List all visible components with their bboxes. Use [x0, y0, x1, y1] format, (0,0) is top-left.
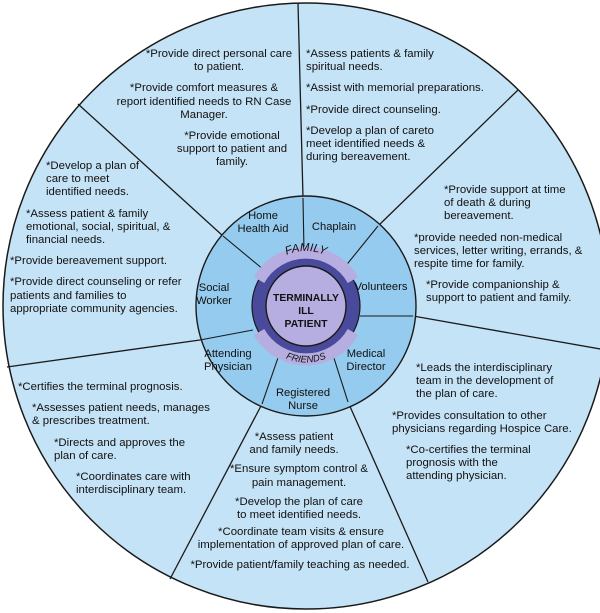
family-label: FAMILY	[284, 242, 330, 258]
chaplain-duty-2: *Assist with memorial preparations.	[306, 82, 484, 95]
role-attending-physician-2: Physician	[204, 361, 252, 373]
physician-duty-4: *Coordinates care with interdisciplinary…	[76, 471, 191, 497]
friends-label: FRIENDS	[285, 351, 329, 366]
social-worker-duties: *Develop a plan of care to meet identifi…	[10, 160, 200, 324]
patient-circle	[265, 265, 347, 347]
volunteers-duty-2: *provide needed non-medical services, le…	[414, 231, 583, 271]
chaplain-duties: *Assess patients & family spiritual need…	[306, 48, 496, 172]
role-registered-nurse-2: Nurse	[288, 400, 318, 412]
attending-physician-duties: *Certifies the terminal prognosis. *Asse…	[18, 381, 218, 505]
inner-director-nurse	[331, 351, 349, 403]
inner-spokes	[199, 197, 413, 405]
aid-duty-3: *Provide emotional support to patient an…	[176, 130, 288, 169]
chaplain-duty-1: *Assess patients & family spiritual need…	[306, 48, 434, 74]
director-duty-2: *Provides consultation to other physicia…	[392, 409, 572, 435]
nurse-duty-4: *Coordinate team visits & ensure impleme…	[197, 526, 405, 552]
home-health-aid-duties: *Provide direct personal care to patient…	[114, 48, 294, 178]
role-medical-director-2: Director	[346, 361, 385, 373]
spoke-chaplain-volunteers	[377, 89, 519, 227]
role-home-health-aid-1: Home	[248, 210, 278, 222]
role-volunteers: Volunteers	[355, 281, 408, 293]
volunteers-duty-3: *Provide companionship & support to pati…	[426, 279, 572, 305]
spoke-aid-chaplain	[297, 2, 304, 199]
role-home-health-aid-2: Health Aid	[238, 223, 289, 235]
spoke-nurse-physician	[169, 403, 263, 580]
center-line-1: TERMINALLY	[273, 293, 339, 304]
nurse-duty-5: *Provide patient/family teaching as need…	[190, 558, 410, 571]
registered-nurse-duties: *Assess patient and family needs. *Ensur…	[174, 431, 426, 580]
physician-duty-2: *Assesses patient needs, manages & presc…	[32, 402, 210, 428]
volunteers-duty-1: *Provide support at time of death & duri…	[444, 184, 566, 223]
role-registered-nurse-1: Registered	[276, 387, 330, 399]
social-duty-3: *Provide bereavement support.	[10, 255, 168, 268]
spoke-volunteers-director	[412, 315, 600, 350]
spoke-director-nurse	[347, 401, 429, 583]
center-line-3: PATIENT	[285, 319, 329, 330]
social-duty-4: *Provide direct counseling or refer pati…	[10, 276, 182, 315]
director-duty-3: *Co-certifies the terminal prognosis wit…	[406, 444, 531, 483]
physician-duty-1: *Certifies the terminal prognosis.	[18, 381, 183, 393]
physician-duty-3: *Directs and approves the plan of care.	[54, 436, 186, 462]
role-social-worker-1: Social	[199, 282, 229, 294]
inner-social-aid	[222, 235, 265, 271]
director-duty-1: *Leads the interdisciplinary team in the…	[416, 362, 554, 401]
role-chaplain: Chaplain	[312, 221, 356, 233]
inner-physician-social	[199, 329, 254, 341]
spoke-physician-social	[6, 339, 201, 368]
inner-aid-chaplain	[302, 197, 305, 253]
role-medical-director-1: Medical	[347, 348, 386, 360]
aid-duty-2: *Provide comfort measures & report ident…	[116, 82, 292, 121]
aid-duty-1: *Provide direct personal care to patient…	[145, 48, 293, 74]
nurse-duty-2: *Ensure symptom control & pain managemen…	[229, 463, 368, 489]
inner-chaplain-volunteers	[343, 225, 379, 269]
nurse-duty-3: *Develop the plan of care to meet identi…	[235, 495, 363, 522]
role-attending-physician-1: Attending	[204, 348, 251, 360]
chaplain-duty-4: *Develop a plan of careto meet identifie…	[306, 124, 434, 164]
spoke-social-aid	[77, 103, 224, 237]
chaplain-duty-3: *Provide direct counseling.	[306, 103, 441, 116]
social-duty-1: *Develop a plan of care to meet identifi…	[46, 160, 140, 199]
friends-band	[253, 328, 359, 366]
family-band	[253, 246, 359, 284]
social-duty-2: *Assess patient & family emotional, soci…	[26, 207, 171, 247]
inner-nurse-physician	[261, 351, 281, 405]
outer-spokes	[6, 2, 600, 583]
volunteers-duties: *Provide support at time of death & duri…	[414, 184, 592, 314]
nurse-duty-1: *Assess patient and family needs.	[249, 431, 339, 457]
medical-director-duties: *Leads the interdisciplinary team in the…	[392, 362, 572, 492]
role-social-worker-2: Worker	[196, 295, 232, 307]
center-line-2: ILL	[298, 306, 314, 317]
